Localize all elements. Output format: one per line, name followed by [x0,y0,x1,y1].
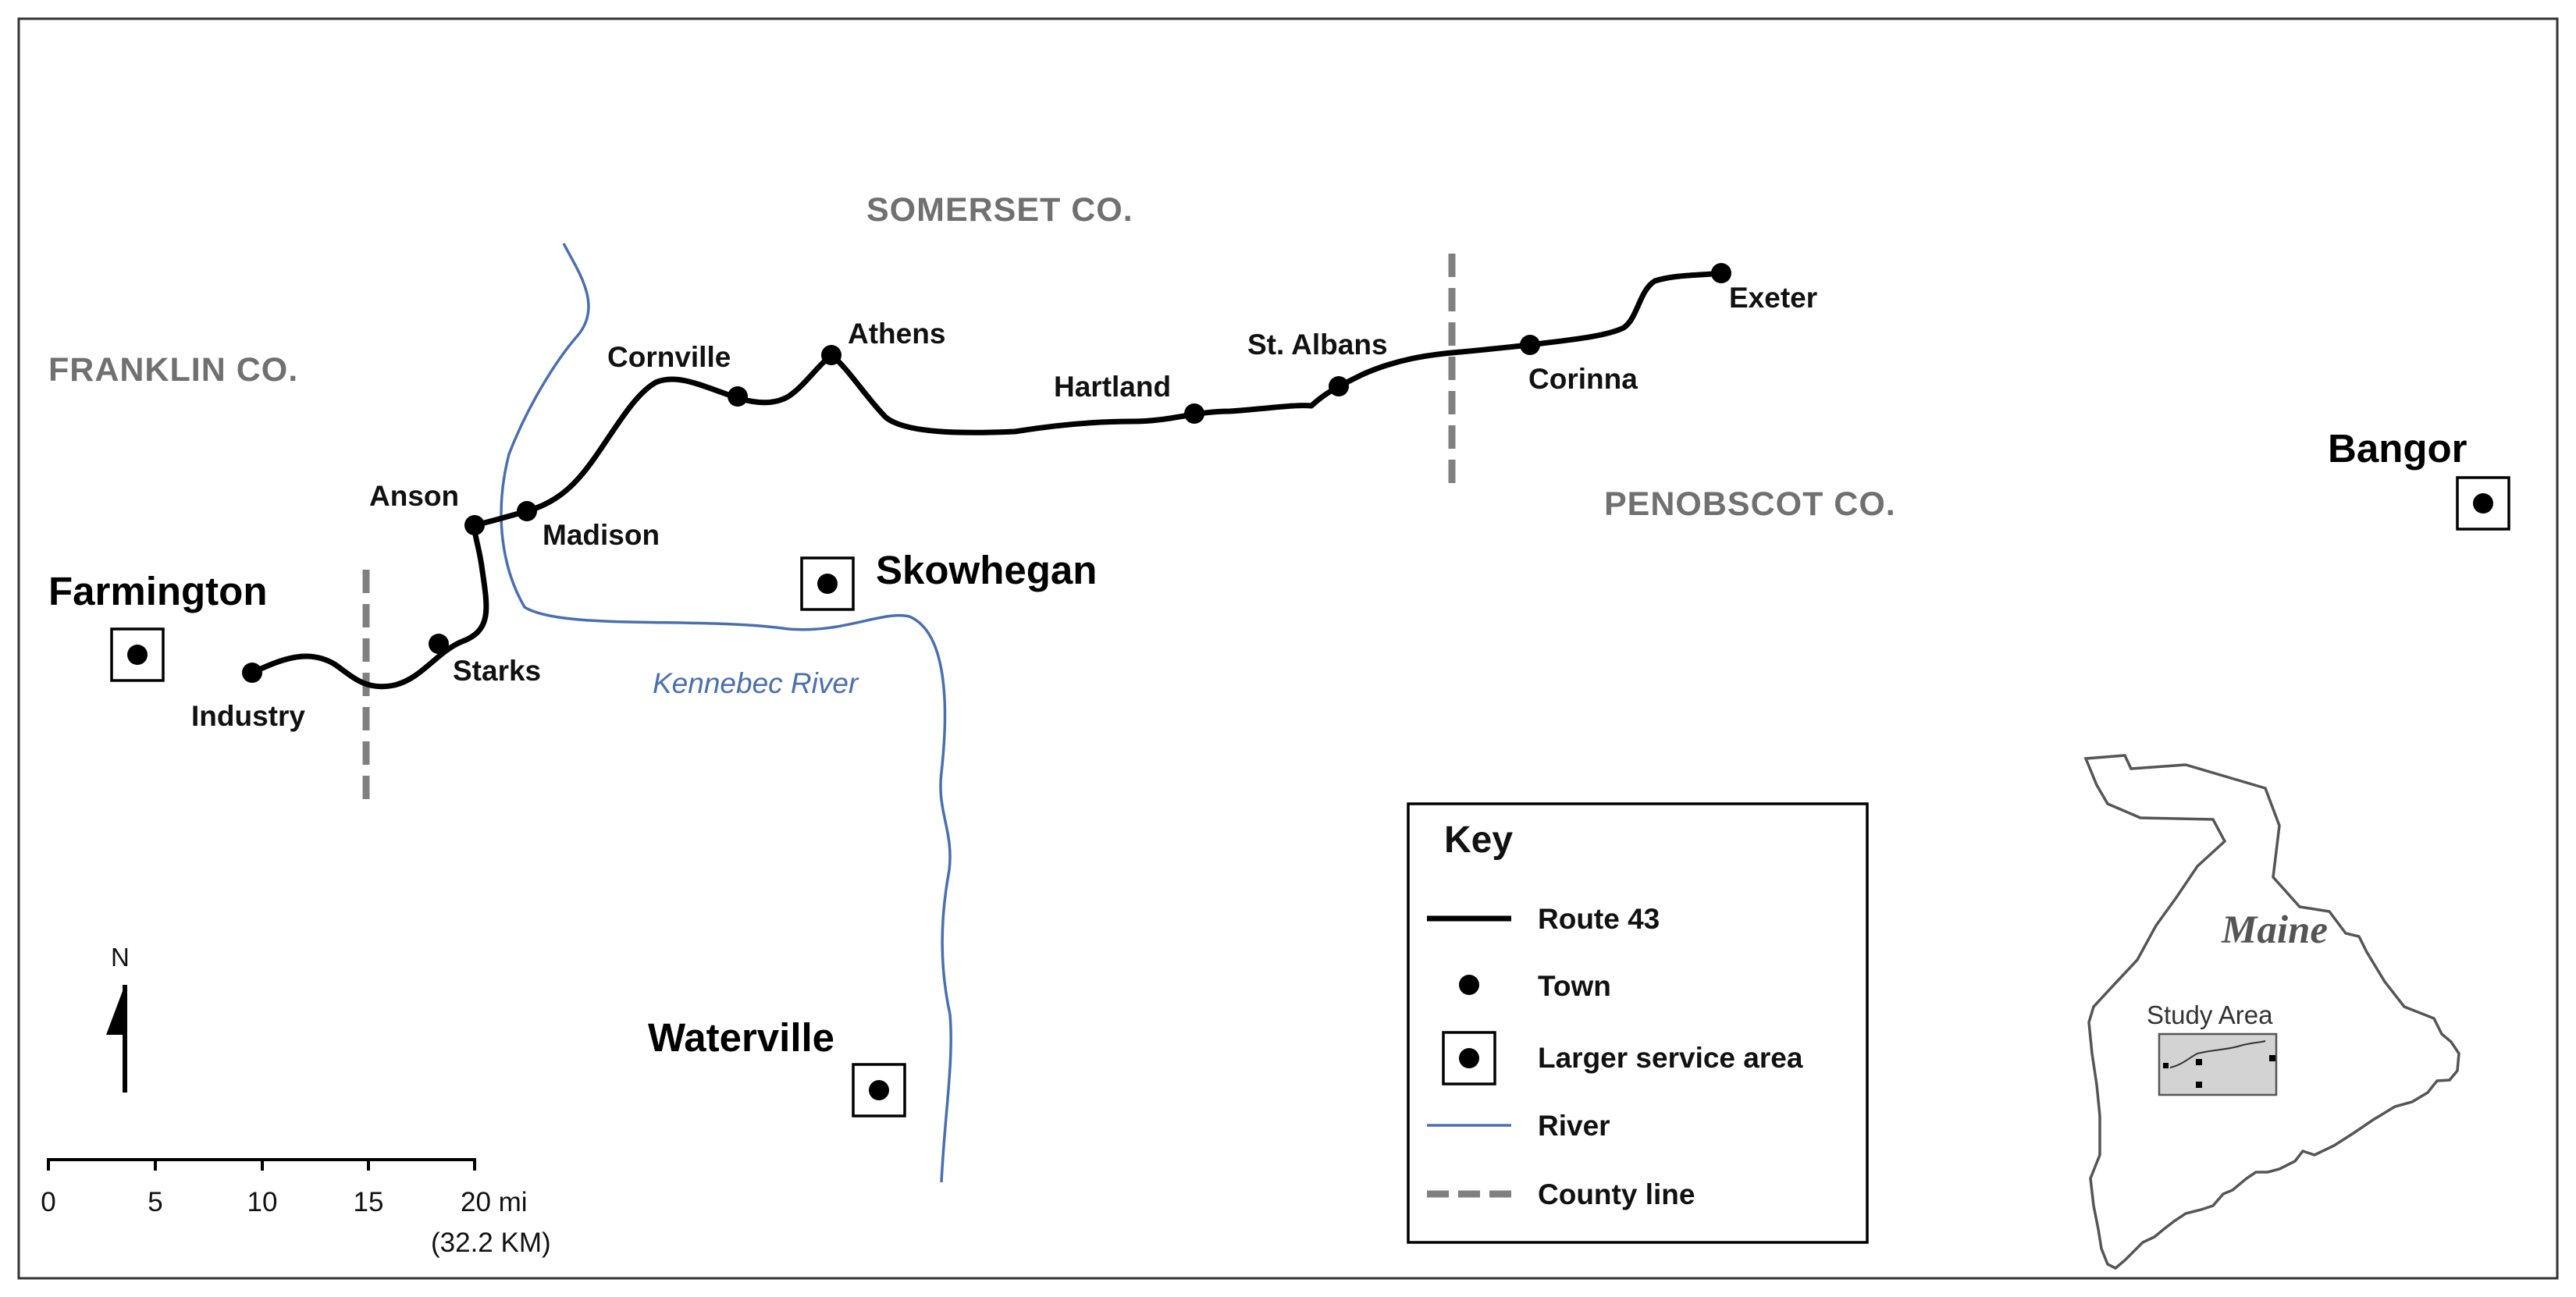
service-area-bangor: Bangor [2328,426,2510,531]
key-route-label: Route 43 [1538,903,1660,935]
scale-tick-10: 10 [247,1187,278,1217]
service-label-farmington: Farmington [48,569,267,613]
key-river-label: River [1538,1110,1610,1142]
key-town-symbol [1459,975,1479,995]
scale-tick-15: 15 [354,1187,384,1217]
town-dot-corinna [1520,335,1540,355]
county-label-penobscot: PENOBSCOT CO. [1604,485,1896,523]
north-arrow: N [106,943,130,1093]
service-area-farmington: Farmington [48,569,267,682]
service-area-waterville: Waterville [648,1015,906,1118]
town-dot-industry [242,663,262,683]
town-label-athens: Athens [848,318,945,350]
scale-metric: (32.2 KM) [431,1228,551,1258]
town-label-anson: Anson [369,480,459,512]
scale-tick-20: 20 mi [461,1187,528,1217]
service-area-skowhegan: Skowhegan [800,548,1097,611]
service-label-waterville: Waterville [648,1015,834,1060]
maine-label: Maine [2221,908,2328,952]
maine-inset: Maine Study Area [2083,754,2460,1270]
key-county-label: County line [1538,1178,1695,1210]
scale-bar: 0 5 10 15 20 mi (32.2 KM) [41,1158,551,1258]
town-label-hartland: Hartland [1054,371,1171,403]
study-area-route [2169,1040,2266,1068]
study-area-label: Study Area [2147,1000,2273,1029]
key-service-label: Larger service area [1538,1042,1803,1074]
town-label-exeter: Exeter [1729,282,1817,314]
maine-outline [2083,754,2460,1270]
county-label-franklin: FRANKLIN CO. [48,351,298,389]
study-area-point-west [2163,1063,2169,1068]
town-dot-cornville [728,386,748,407]
town-dot-st-albans [1329,376,1349,396]
town-label-starks: Starks [453,655,541,687]
town-label-st-albans: St. Albans [1247,329,1388,361]
kennebec-river [500,243,952,1183]
town-dot-madison [517,501,537,521]
town-dot-hartland [1184,403,1204,424]
river-label: Kennebec River [653,667,859,699]
map-key: Key Route 43 Town Larger service area Ri… [1407,802,1869,1244]
scale-tick-0: 0 [41,1187,55,1217]
north-label: N [111,943,130,972]
town-label-industry: Industry [191,700,305,732]
key-town-label: Town [1538,970,1611,1002]
key-title: Key [1444,819,1513,861]
route-43-line [249,270,1724,690]
study-area-point-mid [2196,1059,2202,1065]
town-dot-starks [429,634,449,654]
town-dot-exeter [1711,263,1731,283]
study-area-point-south [2196,1082,2202,1088]
service-label-bangor: Bangor [2328,426,2467,471]
county-label-somerset: SOMERSET CO. [866,191,1133,229]
scale-tick-5: 5 [148,1187,162,1217]
town-label-madison: Madison [543,519,660,551]
town-label-corinna: Corinna [1528,363,1638,395]
study-area-point-east [2269,1055,2275,1061]
town-label-cornville: Cornville [607,341,731,373]
service-label-skowhegan: Skowhegan [876,548,1097,592]
study-area-box [2158,1032,2278,1096]
town-dot-athens [821,345,841,365]
town-dot-anson [464,515,485,535]
